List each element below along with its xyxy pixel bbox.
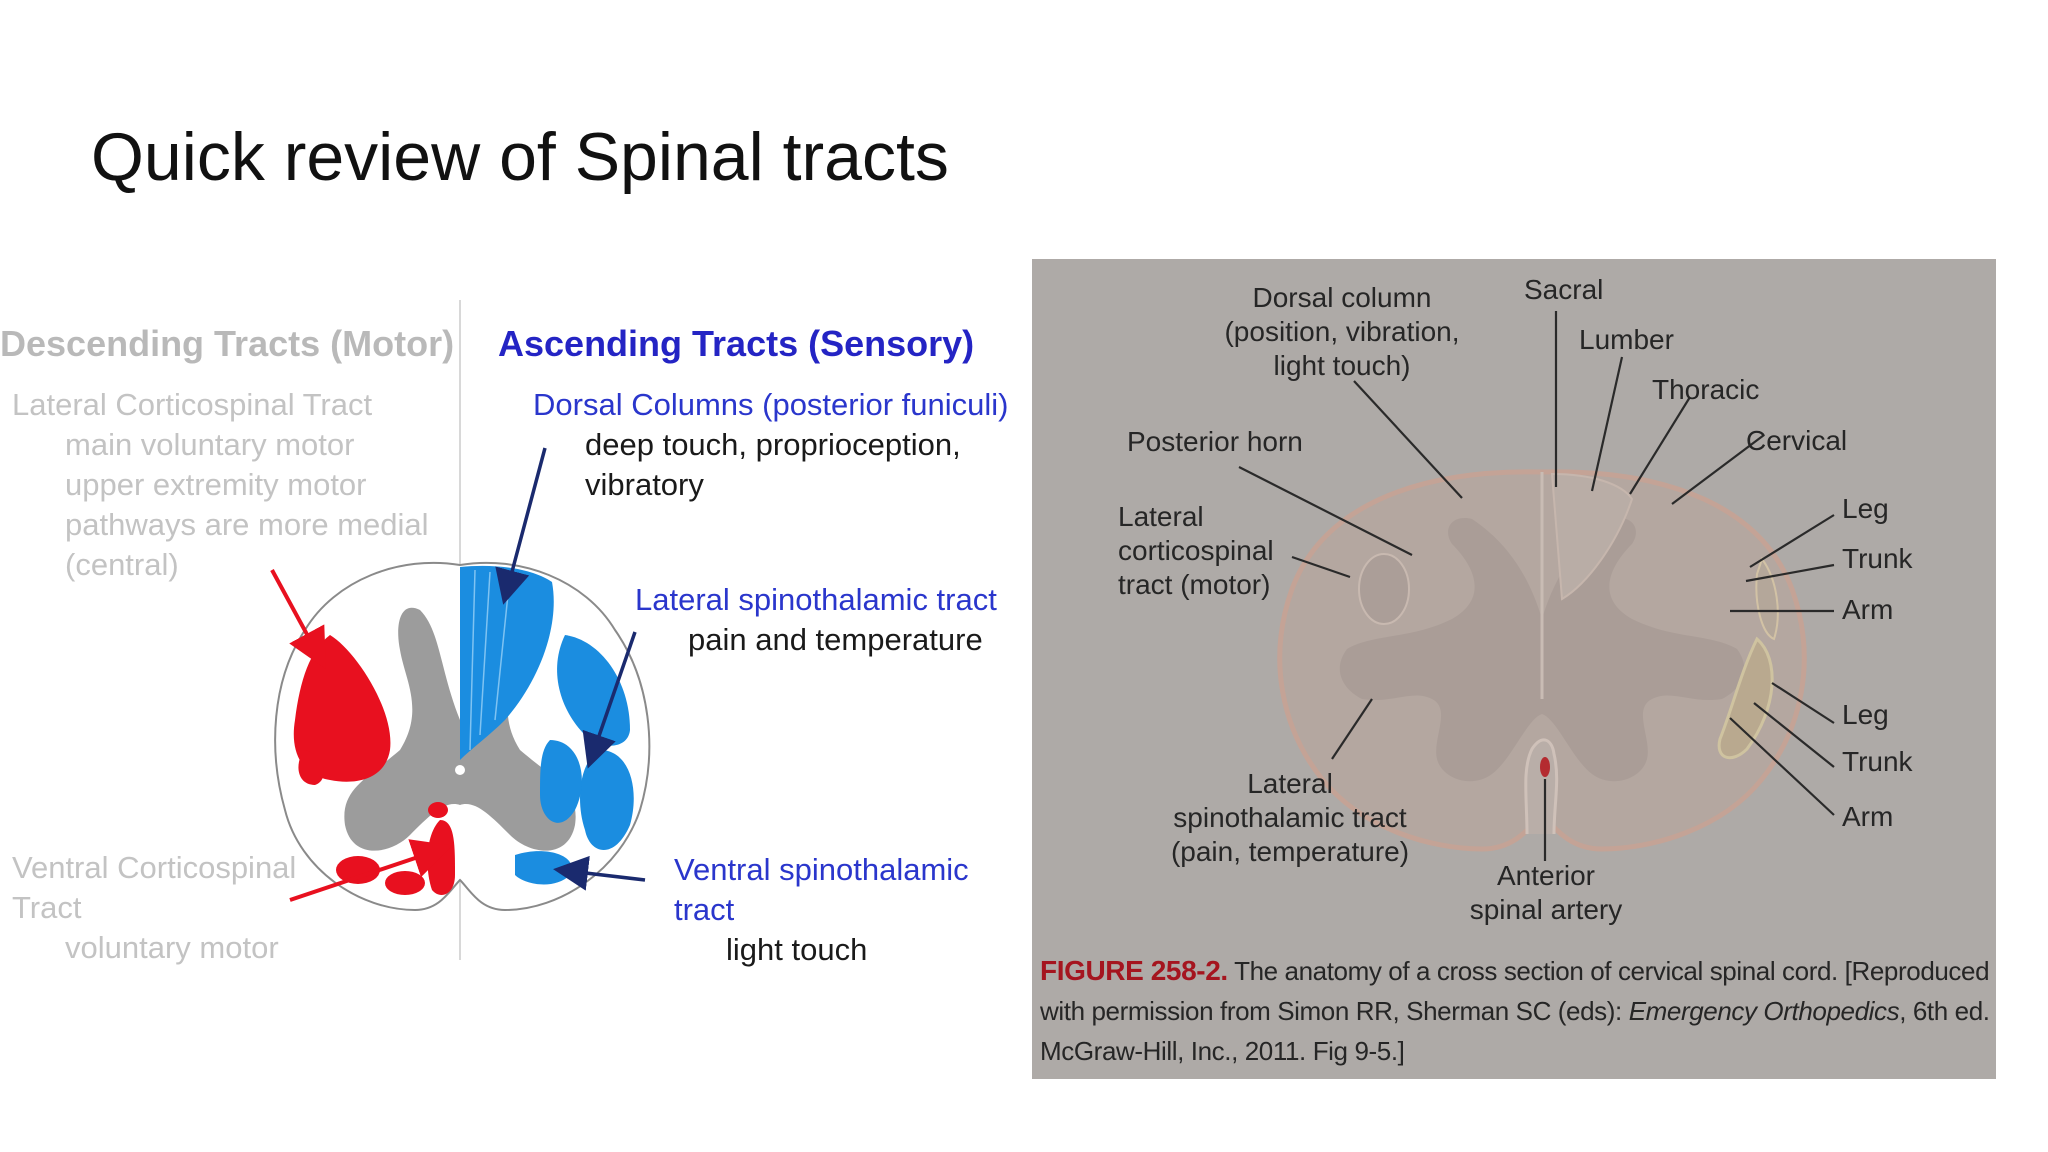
- figure-number: FIGURE 258-2.: [1040, 955, 1228, 986]
- fig-label-sacral: Sacral: [1524, 274, 1604, 305]
- lateral-cs-line: pathways are more medial: [65, 507, 429, 542]
- slide-title: Quick review of Spinal tracts: [91, 119, 949, 195]
- fig-label-trunk: Trunk: [1842, 746, 1913, 777]
- fig-label-trunk: Trunk: [1842, 543, 1913, 574]
- anterior-spinal-artery: [1540, 757, 1550, 777]
- ventral-cs-title: Ventral Corticospinal: [12, 850, 297, 885]
- lateral-st-desc: pain and temperature: [688, 622, 983, 657]
- ventral-st-title: Ventral spinothalamic: [674, 852, 969, 887]
- fig-label-lateral-st: Lateral spinothalamic tract (pain, tempe…: [1170, 768, 1410, 867]
- fig-label-leg: Leg: [1842, 493, 1889, 524]
- ventral-cs-title: Tract: [12, 890, 82, 925]
- lateral-spinothalamic-tract: [557, 635, 630, 746]
- ventral-st-desc: light touch: [726, 932, 868, 967]
- ventral-cs-desc: voluntary motor: [65, 930, 279, 965]
- spinal-tracts-diagram: Descending Tracts (Motor) Ascending Trac…: [0, 280, 1009, 980]
- lateral-cs-line: main voluntary motor: [65, 427, 355, 462]
- fig-label-arm: Arm: [1842, 801, 1894, 832]
- caption-text: , 6th ed. McGraw-Hill, Inc., 2011. Fig 9…: [1040, 996, 1990, 1066]
- fig-label-posterior-horn: Posterior horn: [1127, 426, 1303, 457]
- ventral-st-title: tract: [674, 892, 735, 927]
- fig-label-lateral-cs: Lateral corticospinal tract (motor): [1118, 501, 1274, 600]
- ventral-st-arrow: [553, 855, 646, 891]
- lateral-cs-arrow: [270, 569, 326, 670]
- dorsal-columns: [460, 565, 554, 760]
- fig-label-anterior-artery: Anterior spinal artery: [1469, 860, 1623, 925]
- cervical-cord-illustration: [1238, 311, 1835, 861]
- figure-caption: FIGURE 258-2. The anatomy of a cross sec…: [1040, 951, 1990, 1071]
- descending-heading: Descending Tracts (Motor): [0, 323, 455, 364]
- lateral-corticospinal-tract: [293, 635, 391, 782]
- lateral-cs-line: (central): [65, 547, 179, 582]
- figure-spinothalamic-lamination: [1717, 636, 1774, 760]
- spinal-cord-cross-section: [270, 300, 651, 960]
- dorsal-columns-title: Dorsal Columns (posterior funiculi): [533, 387, 1009, 422]
- fig-label-dorsal-column: Dorsal column (position, vibration, ligh…: [1224, 282, 1460, 381]
- lateral-cs-title: Lateral Corticospinal Tract: [12, 387, 373, 422]
- central-canal: [455, 765, 465, 775]
- dorsal-columns-line: deep touch, proprioception,: [585, 427, 961, 462]
- ascending-heading: Ascending Tracts (Sensory): [498, 323, 975, 364]
- caption-text: The anatomy of a cross section of cervic…: [1040, 956, 1990, 1026]
- lateral-st-arrow: [582, 631, 637, 769]
- fig-label-leg: Leg: [1842, 699, 1889, 730]
- fig-label-lumber: Lumber: [1579, 324, 1674, 355]
- dorsal-columns-arrow: [495, 447, 547, 605]
- lateral-st-title: Lateral spinothalamic tract: [635, 582, 997, 617]
- fig-label-thoracic: Thoracic: [1652, 374, 1760, 405]
- fig-label-arm: Arm: [1842, 594, 1894, 625]
- caption-book-title: Emergency Orthopedics: [1628, 996, 1900, 1026]
- figure-lateral-cs-tract: [1358, 553, 1410, 625]
- dorsal-columns-line: vibratory: [585, 467, 704, 502]
- fig-label-cervical: Cervical: [1746, 425, 1848, 456]
- cervical-cord-figure: Dorsal column (position, vibration, ligh…: [1032, 259, 1996, 1079]
- ventral-cs-arrow: [289, 839, 453, 902]
- lateral-cs-line: upper extremity motor: [65, 467, 367, 502]
